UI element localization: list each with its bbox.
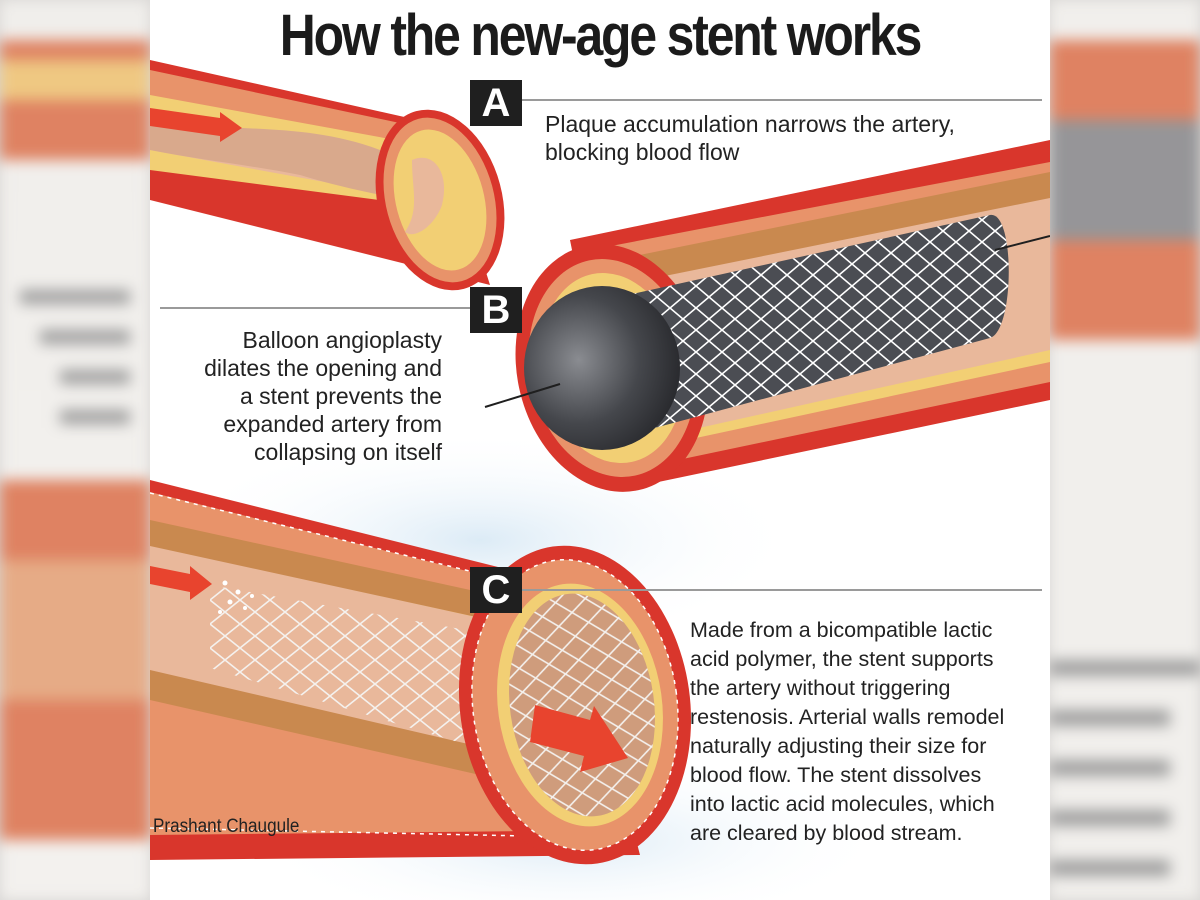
caption-c-line: acid polymer, the stent supports: [690, 647, 994, 671]
step-b-badge: B: [470, 287, 522, 333]
stent-mesh-b: [605, 214, 1009, 440]
blurred-background-right: [1050, 0, 1200, 900]
flow-arrow-c-in: [150, 566, 212, 600]
caption-c: Made from a bicompatible lactic acid pol…: [690, 616, 1004, 848]
caption-c-line: Made from a bicompatible lactic: [690, 618, 993, 642]
caption-b-line: Balloon angioplasty: [242, 327, 442, 353]
caption-b-line: collapsing on itself: [254, 439, 442, 465]
rule-b: [160, 307, 470, 309]
caption-c-line: the artery without triggering: [690, 676, 951, 700]
artist-credit: Prashant Chaugule: [153, 816, 300, 837]
caption-b-line: dilates the opening and: [204, 355, 442, 381]
artery-illustration: [150, 60, 1050, 900]
balloon-tip: [524, 286, 680, 450]
caption-c-line: naturally adjusting their size for: [690, 734, 987, 758]
catheter-wire-back: [994, 235, 1050, 251]
infographic-panel: How the new-age stent works: [150, 0, 1050, 900]
infographic-title: How the new-age stent works: [279, 3, 923, 68]
caption-a-line: blocking blood flow: [545, 139, 740, 165]
caption-a: Plaque accumulation narrows the artery, …: [545, 110, 955, 166]
blurred-background-left: [0, 0, 150, 900]
rule-c: [522, 589, 1042, 591]
artery-b: [484, 140, 1050, 492]
artery-a: [150, 60, 505, 291]
caption-b-line: a stent prevents the: [239, 383, 442, 409]
caption-b-line: expanded artery from: [223, 411, 442, 437]
caption-c-line: restenosis. Arterial walls remodel: [690, 705, 1005, 729]
caption-a-line: Plaque accumulation narrows the artery,: [545, 111, 955, 137]
caption-c-line: blood flow. The stent dissolves: [690, 763, 982, 787]
caption-c-line: into lactic acid molecules, which: [690, 792, 995, 816]
flow-arrow-a: [150, 108, 242, 142]
caption-b: Balloon angioplasty dilates the opening …: [150, 326, 442, 466]
step-a-badge: A: [470, 80, 522, 126]
caption-c-line: are cleared by blood stream.: [690, 821, 963, 845]
rule-a: [522, 99, 1042, 101]
step-c-badge: C: [470, 567, 522, 613]
catheter-wire-front: [484, 383, 561, 408]
flow-arrow-c-out: [530, 705, 628, 772]
